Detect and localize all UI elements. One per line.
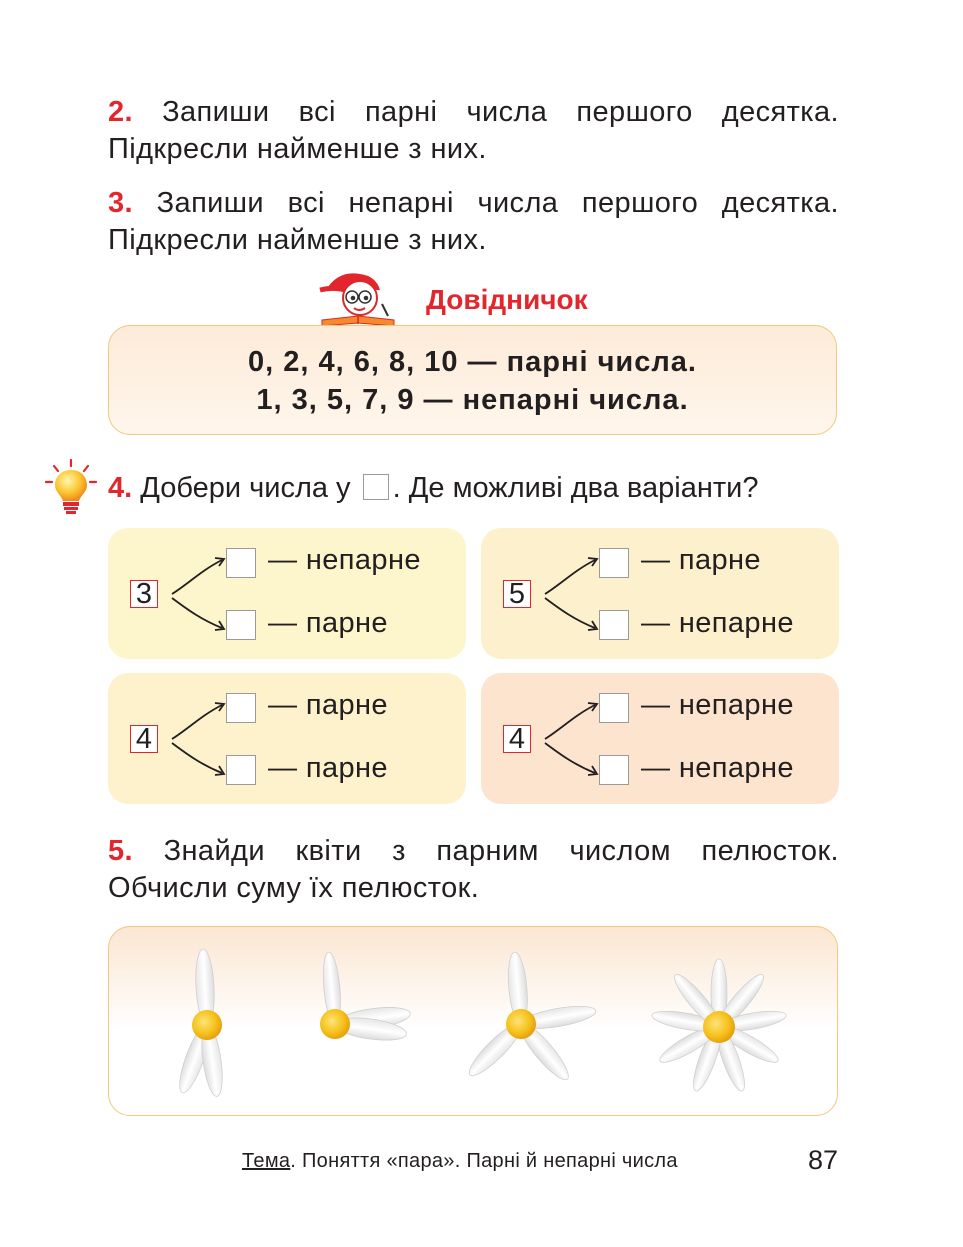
task-3-line1: Запиши всі непарні числа першого десятка… <box>156 187 840 219</box>
start-number: 4 <box>503 725 531 754</box>
parity-label-top: — непарне <box>641 689 794 721</box>
task-2-line1: Запиши всі парні числа першого десятка. <box>162 96 839 128</box>
start-number: 5 <box>503 580 531 609</box>
parity-label-bottom: — непарне <box>641 752 794 784</box>
branch-arrows-icon <box>171 702 226 776</box>
task-5-line2-block: Обчисли суму їх пелюсток. <box>108 870 839 907</box>
answer-box-top[interactable] <box>599 548 629 578</box>
footer-topic-label: Тема <box>242 1150 291 1172</box>
task-5-line2: Обчисли суму їх пелюсток. <box>108 872 480 904</box>
task-5: 5. Знайди квіти з парним числом пелюсток… <box>108 833 839 870</box>
reference-line-even: 0, 2, 4, 6, 8, 10 — парні числа. <box>248 346 697 378</box>
footer-topic-text: . Поняття «пара». Парні й непарні числа <box>290 1150 678 1172</box>
branch-arrows-icon <box>171 557 226 631</box>
mascot-reader-icon <box>319 273 395 327</box>
task-2-number: 2. <box>108 96 133 128</box>
daisy-3 <box>468 951 597 1081</box>
task-3-line2: Підкресли найменше з них. <box>108 224 487 256</box>
reference-title: Довідничок <box>426 284 588 315</box>
task-2: 2. Запиши всі парні числа першого десятк… <box>108 94 839 131</box>
task-3-number: 3. <box>108 187 133 219</box>
task-2-line2-block: Підкресли найменше з них. <box>108 131 839 168</box>
lightbulb-icon <box>44 458 98 514</box>
reference-box: 0, 2, 4, 6, 8, 10 — парні числа. 1, 3, 5… <box>108 325 837 435</box>
start-number: 4 <box>130 725 158 754</box>
task-4-panel-1: 3 — непарне — парне <box>108 528 466 659</box>
answer-box-bottom[interactable] <box>599 610 629 640</box>
footer-topic: Тема. Поняття «пара». Парні й непарні чи… <box>242 1150 678 1173</box>
parity-label-bottom: — непарне <box>641 607 794 639</box>
answer-box-bottom[interactable] <box>226 610 256 640</box>
task-3-line2-block: Підкресли найменше з них. <box>108 222 839 259</box>
task-3: 3. Запиши всі непарні числа першого деся… <box>108 185 839 222</box>
task-4-panel-4: 4 — непарне — непарне <box>481 673 839 804</box>
answer-box-top[interactable] <box>599 693 629 723</box>
answer-box-bottom[interactable] <box>599 755 629 785</box>
parity-label-bottom: — парне <box>268 607 388 639</box>
answer-box-sample <box>362 474 389 500</box>
branch-arrows-icon <box>544 557 599 631</box>
parity-label-top: — парне <box>268 689 388 721</box>
task-2-line2: Підкресли найменше з них. <box>108 133 487 165</box>
page-number: 87 <box>808 1145 839 1175</box>
answer-box-top[interactable] <box>226 548 256 578</box>
daisy-2 <box>320 951 411 1041</box>
daisy-4 <box>651 958 787 1092</box>
task-4-number: 4. <box>108 472 133 504</box>
task-5-number: 5. <box>108 835 133 867</box>
task-5-line1: Знайди квіти з парним числом пелюсток. <box>163 835 839 867</box>
task-4-text-after: . Де можливі два варіанти? <box>392 472 759 504</box>
reference-line-odd: 1, 3, 5, 7, 9 — непарні числа. <box>256 384 689 416</box>
parity-label-bottom: — парне <box>268 752 388 784</box>
answer-box-bottom[interactable] <box>226 755 256 785</box>
task-4-panel-2: 5 — парне — непарне <box>481 528 839 659</box>
task-4-text-before: Добери числа у <box>140 472 351 504</box>
task-4: 4. Добери числа у . Де можливі два варіа… <box>108 470 839 507</box>
task-4-panel-3: 4 — парне — парне <box>108 673 466 804</box>
answer-box-top[interactable] <box>226 693 256 723</box>
branch-arrows-icon <box>544 702 599 776</box>
daisies-illustration <box>179 948 787 1097</box>
daisy-1 <box>179 948 223 1097</box>
parity-label-top: — парне <box>641 544 761 576</box>
start-number: 3 <box>130 580 158 609</box>
parity-label-top: — непарне <box>268 544 421 576</box>
flowers-box <box>108 926 838 1116</box>
